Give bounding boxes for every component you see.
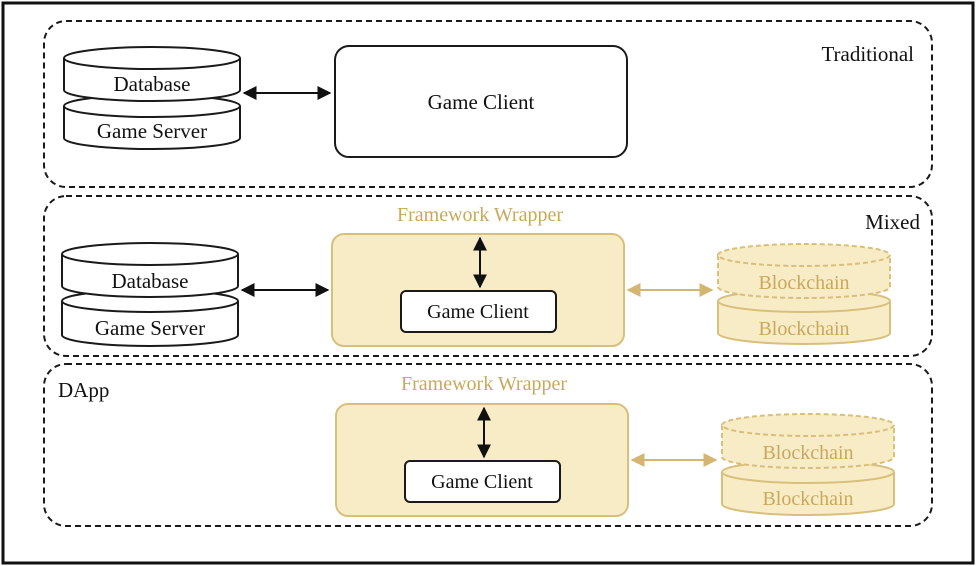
game-client-box (400, 290, 557, 333)
database-label: Database (112, 269, 189, 293)
database-cylinder-top (61, 242, 239, 266)
traditional-section-border (43, 20, 933, 188)
game-client-label: Game Client (428, 90, 535, 114)
traditional-label: Traditional (821, 42, 914, 66)
blockchain-cylinder (721, 472, 895, 516)
database-cylinder (63, 58, 241, 102)
blockchain-label: Blockchain (758, 318, 849, 340)
dapp-label: DApp (58, 378, 109, 402)
blockchain-dashed-label: Blockchain (762, 442, 853, 464)
mixed-section-border (43, 195, 933, 357)
game-client-box (404, 460, 561, 503)
mixed-section: Mixed Framework Wrapper Game Server Data… (43, 195, 933, 357)
framework-wrapper-label: Framework Wrapper (401, 373, 567, 395)
game-server-cylinder (63, 106, 241, 150)
blockchain-dashed-cylinder-top (717, 243, 891, 267)
mixed-server-stack: Game Server Database (61, 242, 239, 347)
game-server-label: Game Server (95, 316, 205, 340)
database-cylinder-top (63, 46, 241, 70)
blockchain-label: Blockchain (762, 488, 853, 510)
database-cylinder (61, 254, 239, 298)
database-label: Database (114, 72, 191, 96)
game-client-box (334, 45, 628, 158)
game-client-label: Game Client (427, 301, 529, 323)
game-server-label: Game Server (97, 119, 207, 143)
blockchain-dashed-cylinder (717, 255, 891, 299)
traditional-section: Traditional Game Server Database Game Cl… (43, 20, 933, 188)
mixed-label: Mixed (865, 210, 920, 234)
mixed-blockchain-stack: Blockchain Blockchain (717, 243, 891, 345)
game-client-label: Game Client (431, 471, 533, 493)
dapp-blockchain-stack: Blockchain Blockchain (721, 413, 895, 516)
blockchain-dashed-cylinder-top (721, 413, 895, 437)
blockchain-dashed-label: Blockchain (758, 272, 849, 294)
game-server-cylinder (61, 301, 239, 347)
framework-wrapper-label: Framework Wrapper (397, 204, 563, 226)
dapp-section: DApp Framework Wrapper Game Client Block… (43, 363, 933, 527)
traditional-server-stack: Game Server Database (63, 46, 241, 150)
blockchain-cylinder (717, 301, 891, 345)
blockchain-dashed-cylinder (721, 425, 895, 469)
dapp-section-border (43, 363, 933, 527)
